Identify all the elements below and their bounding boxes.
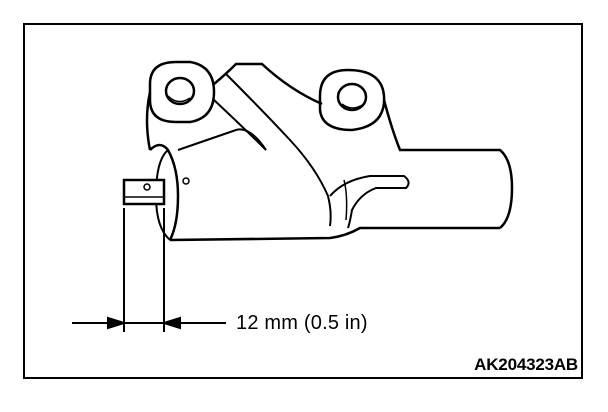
dimension-arrows (72, 316, 226, 330)
dimension-extension-lines (123, 208, 165, 332)
left-mount-boss (145, 60, 216, 151)
dimension-label: 12 mm (0.5 in) (236, 312, 368, 334)
part-code: AK204323AB (474, 355, 578, 374)
right-mount-boss (318, 68, 386, 132)
tensioner-body (149, 62, 514, 242)
figure-frame (23, 23, 583, 379)
push-rod (122, 178, 166, 206)
